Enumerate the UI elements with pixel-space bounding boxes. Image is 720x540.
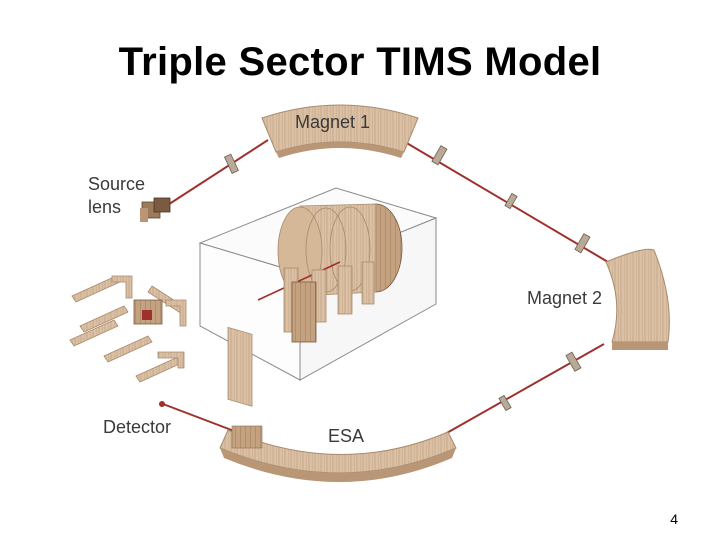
esa-label: ESA xyxy=(328,426,364,446)
source-housing xyxy=(198,187,438,407)
slit-5 xyxy=(565,351,582,372)
beam-esa-to-detector xyxy=(162,403,243,435)
exploded-lens-components xyxy=(69,275,187,383)
slit-4 xyxy=(574,233,591,254)
slit-1 xyxy=(223,153,239,174)
slit-6 xyxy=(498,394,512,412)
magnet2-label: Magnet 2 xyxy=(527,288,602,308)
slide-title: Triple Sector TIMS Model xyxy=(118,40,602,84)
slits xyxy=(223,145,591,412)
magnet1-label: Magnet 1 xyxy=(295,112,370,132)
slit-3 xyxy=(504,192,518,210)
beam-source-to-magnet1 xyxy=(159,139,269,211)
slit-2 xyxy=(431,145,448,166)
source-label-line1: Source xyxy=(88,174,145,194)
esa xyxy=(219,425,457,482)
magnet2 xyxy=(605,248,670,350)
page-number: 4 xyxy=(670,511,678,527)
beam-magnet2-to-esa xyxy=(444,343,605,435)
source-lens xyxy=(140,197,171,222)
source-label-line2: lens xyxy=(88,197,121,217)
detector-point xyxy=(159,401,165,407)
detector-label: Detector xyxy=(103,417,171,437)
magnet1 xyxy=(261,104,419,158)
